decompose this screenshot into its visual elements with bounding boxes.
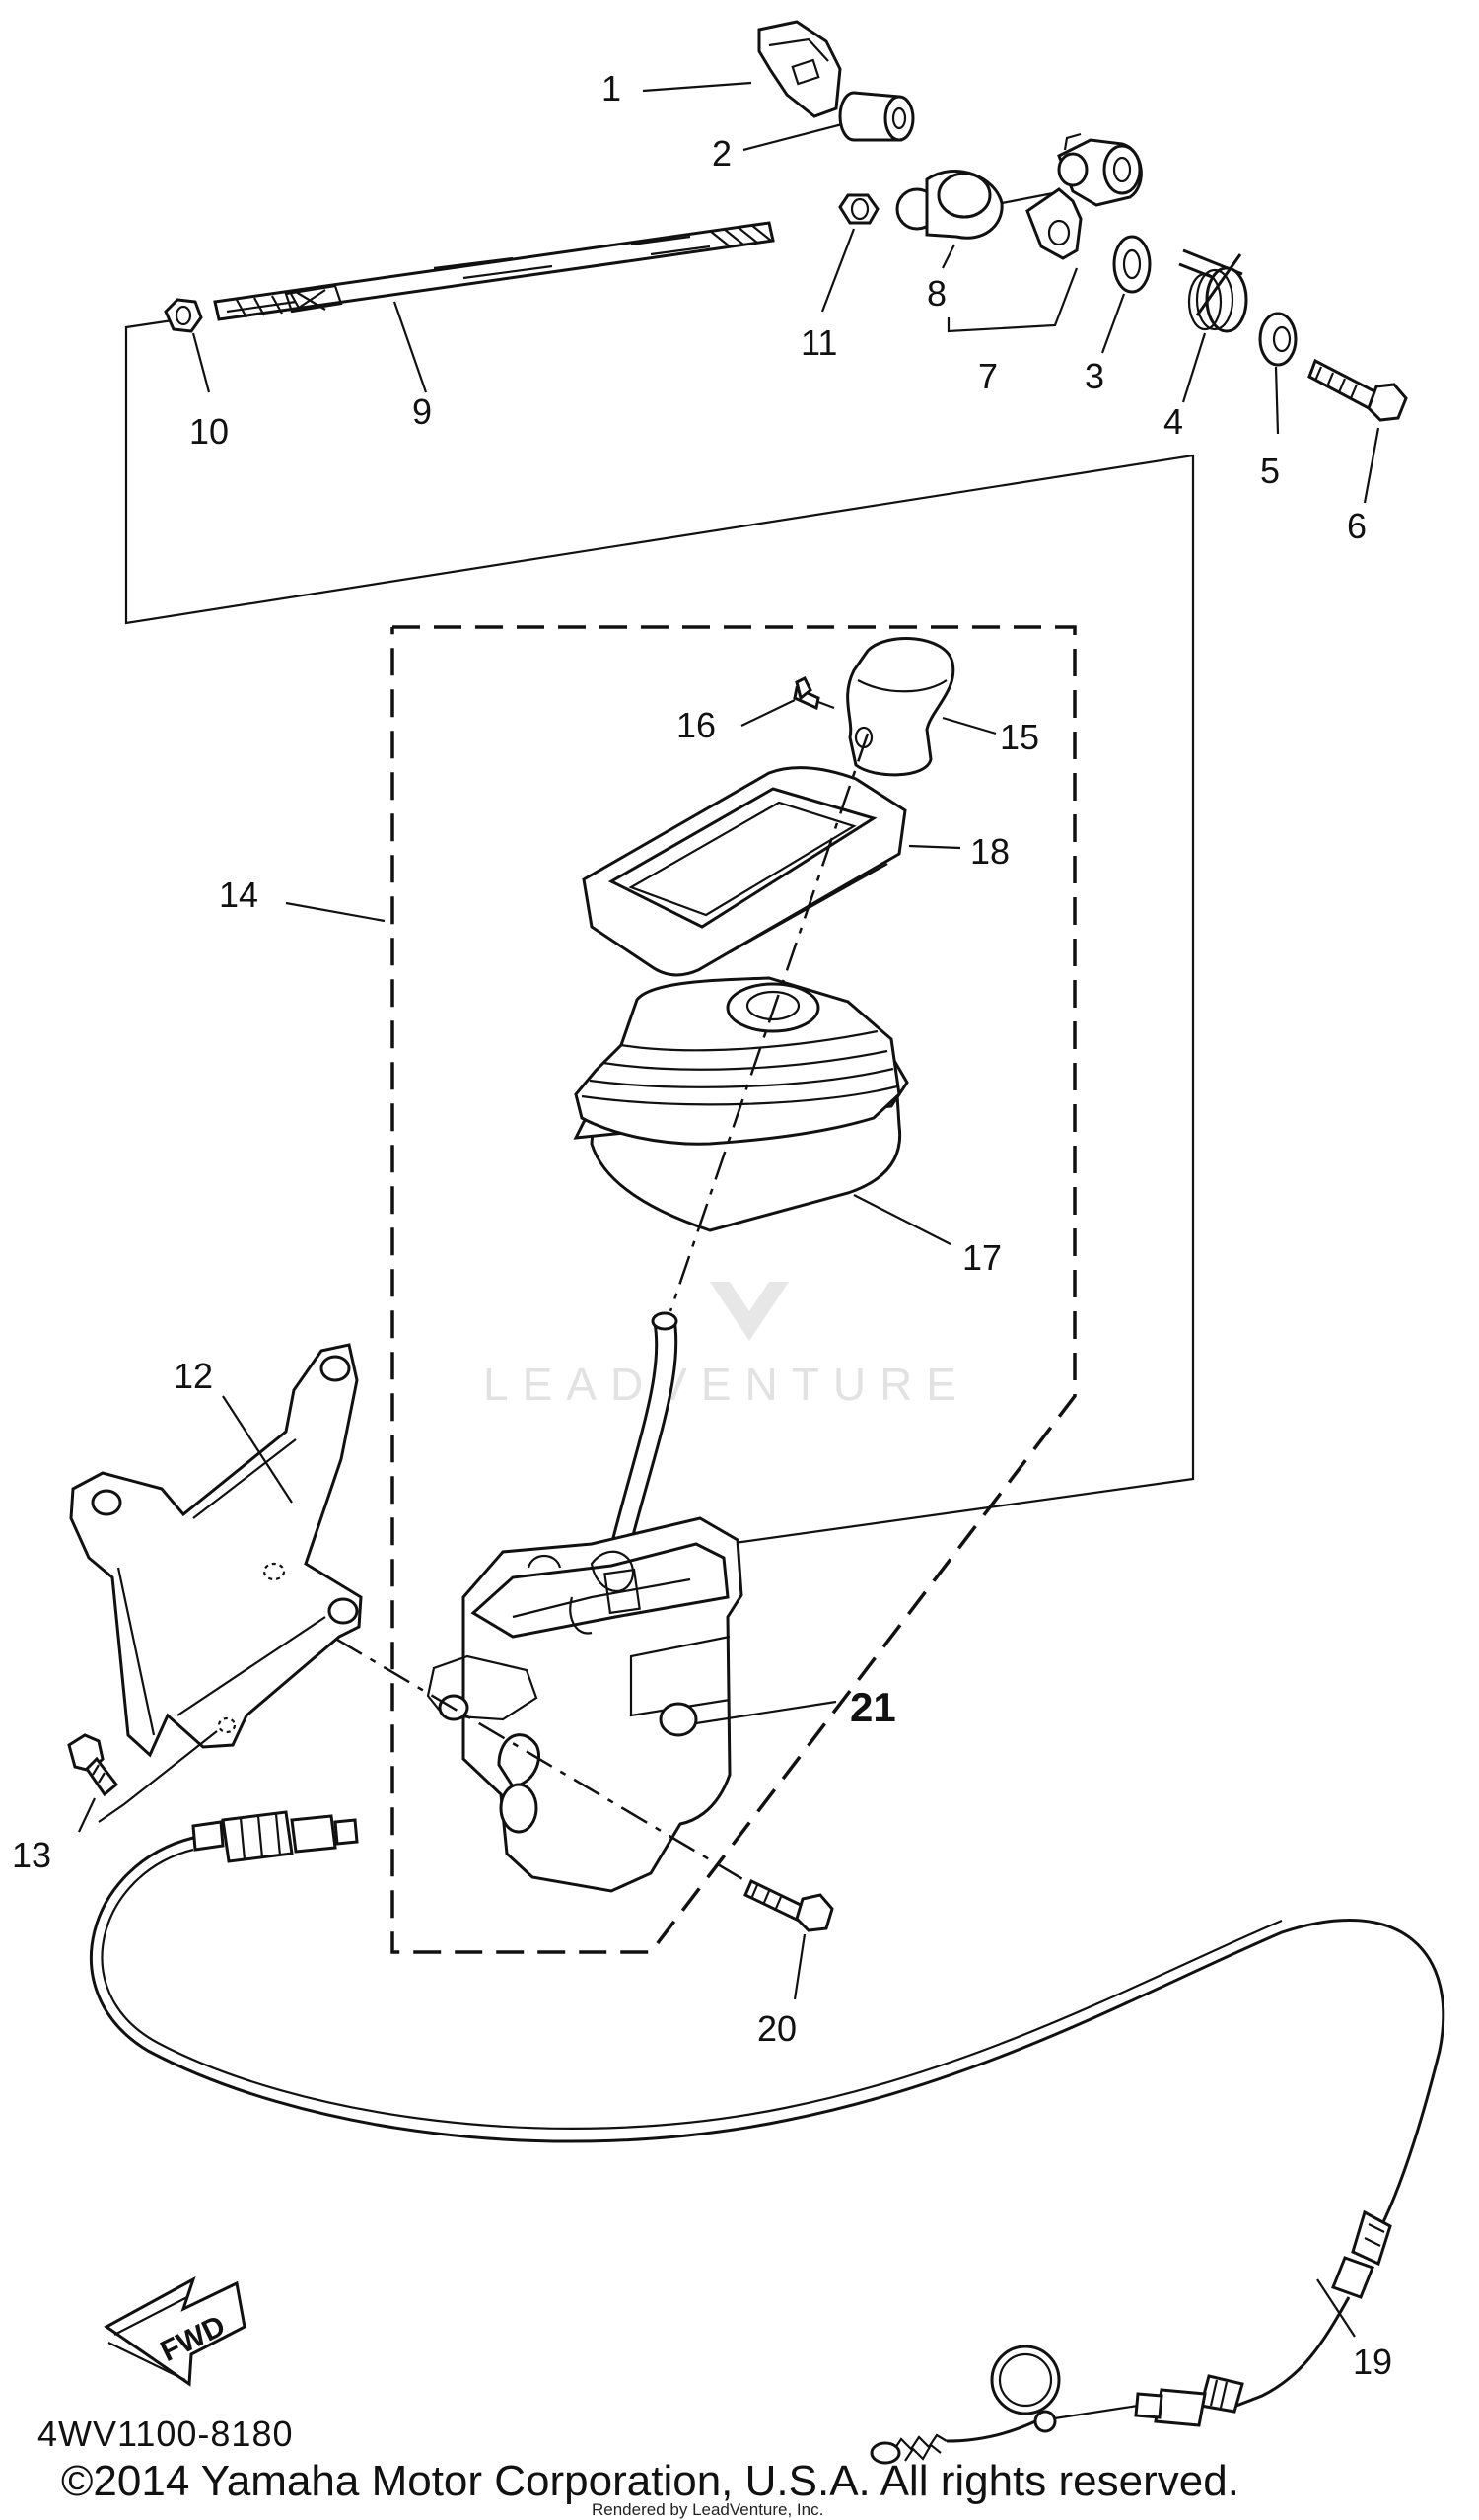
callout-20: 20 — [757, 2008, 797, 2049]
part-11-nut — [838, 193, 880, 225]
part-5-washer — [1258, 312, 1298, 367]
part-18-cover — [582, 766, 907, 977]
callout-15: 15 — [1000, 717, 1039, 757]
part-6-bolt — [1307, 358, 1408, 422]
leader-15 — [942, 716, 997, 735]
assembly-14-outline — [390, 625, 1077, 1954]
callout-12: 12 — [174, 1356, 213, 1396]
part-7-lever — [1025, 132, 1143, 260]
part-4-spring — [1178, 248, 1248, 333]
leader-2 — [742, 122, 843, 152]
leader-7 — [947, 267, 1079, 333]
part-16-screw — [793, 675, 835, 711]
part-12-bracket — [69, 1343, 363, 1758]
lever-axis-line — [669, 733, 870, 1312]
leader-11 — [820, 228, 856, 313]
callout-19: 19 — [1353, 2342, 1392, 2382]
callout-14: 14 — [219, 875, 258, 915]
part-9-shift-rod — [213, 221, 775, 321]
part-8-pin — [895, 170, 1054, 240]
part-21-housing — [426, 1516, 743, 1893]
part-19-cable-fittings — [870, 2209, 1392, 2465]
document-code: 4WV1100-8180 — [37, 2414, 294, 2454]
leader-5 — [1274, 366, 1280, 435]
callout-4: 4 — [1163, 401, 1183, 442]
leader-13 — [78, 1797, 96, 1833]
part-20-bolt — [743, 1878, 834, 1932]
part-19-cable-end — [191, 1810, 359, 1863]
leader-13-bracket — [98, 1730, 218, 1823]
rendered-by-notice: Rendered by LeadVenture, Inc. — [592, 2500, 824, 2519]
callout-17: 17 — [962, 1237, 1002, 1278]
callout-16: 16 — [676, 705, 716, 745]
callout-6: 6 — [1347, 506, 1367, 546]
callout-7: 7 — [978, 356, 998, 396]
leader-12 — [222, 1395, 293, 1504]
callout-8: 8 — [927, 273, 947, 314]
callout-21: 21 — [850, 1684, 896, 1730]
fwd-arrow: FWD — [104, 2275, 246, 2387]
leader-10 — [191, 332, 211, 393]
leader-8 — [942, 244, 955, 269]
callout-18: 18 — [970, 831, 1010, 872]
part-2-collar — [838, 91, 915, 142]
part-19-cable — [89, 1836, 1445, 2229]
callout-9: 9 — [412, 391, 432, 432]
callout-11: 11 — [801, 322, 837, 363]
part-3-washer — [1112, 235, 1152, 294]
part-10-nut — [164, 298, 203, 333]
leader-14 — [285, 901, 386, 923]
callout-3: 3 — [1085, 356, 1104, 396]
watermark: LEADVENTURE — [483, 1282, 970, 1410]
leader-21 — [695, 1700, 837, 1725]
part-13-bolt — [67, 1733, 119, 1797]
copyright-notice: ©2014 Yamaha Motor Corporation, U.S.A. A… — [61, 2457, 1239, 2505]
leader-1 — [642, 81, 752, 93]
callout-10: 10 — [189, 411, 229, 452]
leader-20 — [793, 1933, 807, 2000]
leader-17 — [853, 1194, 951, 1245]
callout-2: 2 — [712, 133, 732, 174]
leader-19 — [1316, 2278, 1356, 2338]
callout-13: 13 — [12, 1835, 51, 1875]
leader-4 — [1181, 332, 1207, 403]
part-1-clip — [757, 20, 842, 118]
leader-9 — [392, 301, 428, 393]
leader-18 — [908, 844, 961, 850]
svg-text:LEADVENTURE: LEADVENTURE — [483, 1359, 970, 1410]
part-15-knob — [846, 637, 955, 777]
leader-3 — [1100, 293, 1126, 354]
leader-16 — [740, 699, 796, 727]
callout-5: 5 — [1260, 451, 1280, 491]
callout-1: 1 — [601, 68, 621, 108]
leader-6 — [1363, 427, 1380, 504]
assembly-bracket-line — [124, 318, 1195, 1545]
